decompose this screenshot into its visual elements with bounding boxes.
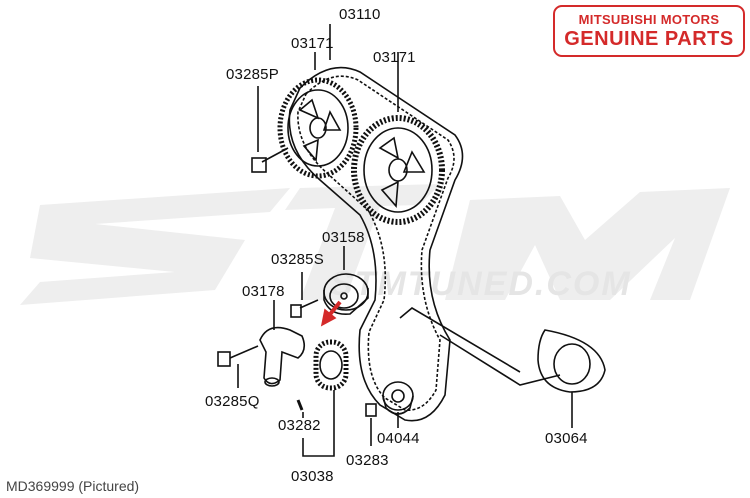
- label-flange: 03064: [545, 430, 588, 447]
- label-tensioner-pulley: 03158: [322, 229, 365, 246]
- genuine-parts-badge: MITSUBISHI MOTORS GENUINE PARTS: [553, 5, 745, 57]
- timing-belt: [288, 66, 464, 422]
- badge-brand: MITSUBISHI MOTORS: [578, 12, 720, 27]
- tensioner-pulley: [323, 273, 369, 316]
- bolt-sprocket: [251, 147, 289, 173]
- label-tensioner-arm: 03178: [242, 283, 285, 300]
- nut: [365, 403, 377, 417]
- label-bolt-sprocket: 03285P: [226, 66, 279, 83]
- camshaft-sprocket-right: [351, 115, 445, 225]
- badge-title: GENUINE PARTS: [564, 28, 734, 50]
- tensioner-arm: [259, 326, 306, 387]
- crankshaft-sprocket: [313, 339, 349, 391]
- label-idler: 04044: [377, 430, 420, 447]
- label-bolt-pulley: 03285S: [271, 251, 324, 268]
- label-pin: 03282: [278, 417, 321, 434]
- label-bolt-arm: 03285Q: [205, 393, 260, 410]
- bolt-arm: [217, 345, 259, 367]
- pin: [296, 399, 304, 411]
- label-nut: 03283: [346, 452, 389, 469]
- label-sprocket-right: 03171: [373, 49, 416, 66]
- watermark-text: STMTUNED.COM: [330, 265, 632, 303]
- part-caption: MD369999 (Pictured): [6, 478, 140, 494]
- idler-pulley: [382, 381, 414, 415]
- camshaft-sprocket-left: [277, 77, 359, 179]
- flange-cover: [537, 329, 606, 393]
- bolt-pulley: [290, 299, 319, 318]
- label-belt: 03110: [339, 6, 381, 23]
- label-crank-sprocket: 03038: [291, 468, 334, 485]
- label-sprocket-left: 03171: [291, 35, 334, 52]
